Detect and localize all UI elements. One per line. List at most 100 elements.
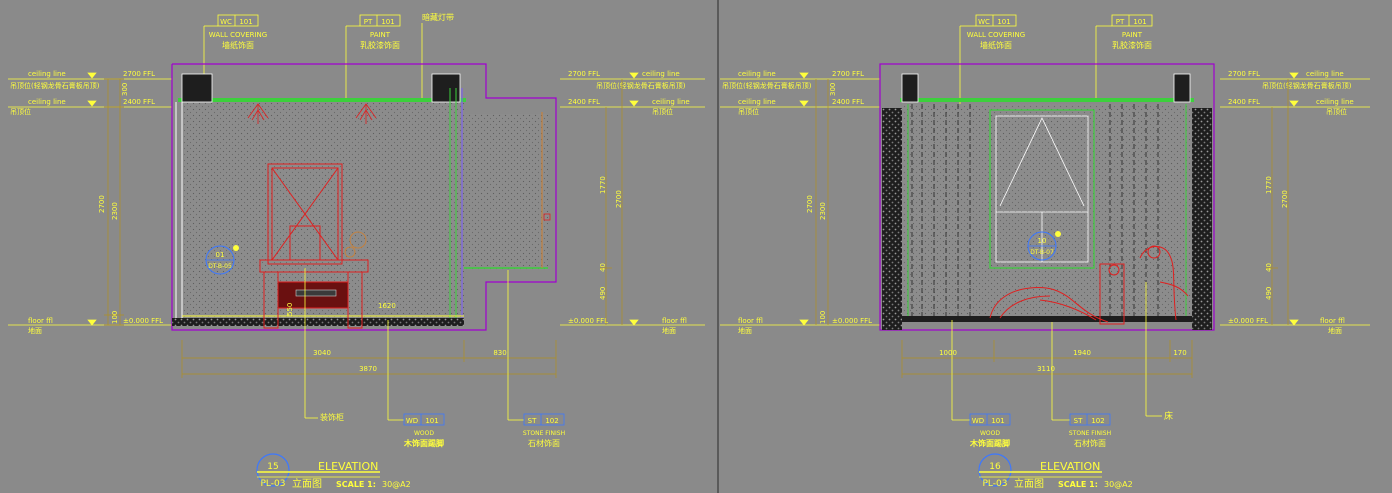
dim-1620: 1620	[378, 302, 396, 310]
tag-wd-right: WD 101 WOOD 木饰面踢脚	[951, 320, 1011, 448]
svg-text:WD: WD	[972, 417, 984, 425]
svg-text:100: 100	[819, 311, 827, 324]
levels-left-side: ceiling line 吊顶位(轻钢龙骨石膏板吊顶) ceiling line…	[10, 70, 163, 335]
dim-490: 490	[599, 287, 607, 300]
svg-text:2300: 2300	[819, 202, 827, 220]
callout-number: 01	[216, 251, 225, 259]
ceiling-trim	[178, 98, 466, 102]
dim-40: 40	[599, 263, 607, 272]
title-number: 15	[267, 462, 278, 472]
svg-text:STONE FINISH: STONE FINISH	[1069, 430, 1111, 437]
vertical-dim-text-left: 300 2700 2300 100	[98, 83, 129, 324]
tag-pt-left: PT 101 PAINT 乳胶漆饰面	[345, 14, 401, 98]
title-english: ELEVATION	[318, 460, 378, 473]
vase-decor	[349, 231, 367, 249]
tag-pt-right: PT 101 PAINT 乳胶漆饰面	[1095, 14, 1153, 98]
svg-text:16: 16	[989, 462, 1001, 472]
elevation-15: WC 101 WALL COVERING 墙纸饰面 PT 101 PAINT 乳…	[8, 12, 705, 490]
svg-text:2700: 2700	[806, 195, 814, 213]
svg-text:PT: PT	[1116, 18, 1125, 26]
svg-text:石材饰面: 石材饰面	[1074, 438, 1106, 448]
dim-550: 550	[286, 303, 294, 316]
svg-text:ceiling line: ceiling line	[1306, 70, 1344, 78]
svg-text:floor ffl: floor ffl	[662, 317, 687, 325]
svg-text:10: 10	[1038, 237, 1047, 245]
svg-text:2700 FFL: 2700 FFL	[832, 70, 864, 78]
svg-text:墙纸饰面: 墙纸饰面	[980, 40, 1012, 50]
dim-3040: 3040	[313, 349, 331, 357]
svg-text:吊顶位(轻钢龙骨石膏板吊顶): 吊顶位(轻钢龙骨石膏板吊顶)	[596, 81, 686, 90]
svg-text:PAINT: PAINT	[1122, 31, 1143, 39]
wc-english-label: WALL COVERING	[209, 31, 267, 39]
spot-light-1	[247, 103, 269, 124]
svg-text:101: 101	[1133, 18, 1146, 26]
tag-pt-code: PT	[364, 18, 373, 26]
dim-300: 300	[121, 83, 129, 96]
tag-pt-number: 101	[381, 18, 394, 26]
ceiling-column-right	[431, 73, 461, 103]
dim-1770: 1770	[599, 176, 607, 194]
floor-cn-label: 地面	[28, 326, 42, 335]
cabinet-label: 装饰柜	[320, 412, 344, 422]
svg-text:±0.000 FFL: ±0.000 FFL	[832, 317, 872, 325]
svg-text:2700 FFL: 2700 FFL	[1228, 70, 1260, 78]
horizontal-dims-right	[901, 340, 1193, 378]
title-sheet: PL-03	[261, 479, 286, 489]
room-outline	[171, 63, 557, 331]
svg-text:101: 101	[991, 417, 1004, 425]
svg-text:WALL COVERING: WALL COVERING	[967, 31, 1025, 39]
callout-reference: DT-B-05	[208, 263, 232, 270]
detail-callout-right: 10 DT-B-07	[1027, 231, 1061, 261]
title-chinese: 立面图	[292, 477, 322, 490]
dim-830: 830	[493, 349, 506, 357]
svg-text:170: 170	[1173, 349, 1186, 357]
svg-text:ST: ST	[1074, 417, 1083, 425]
svg-text:ceiling line: ceiling line	[652, 98, 690, 106]
svg-text:floor ffl: floor ffl	[1320, 317, 1345, 325]
level-lines-left	[8, 72, 172, 326]
svg-text:40: 40	[1265, 263, 1273, 272]
svg-text:WD: WD	[406, 417, 418, 425]
curtains-left	[911, 104, 971, 316]
svg-text:地面: 地面	[1328, 326, 1342, 335]
svg-text:2700 FFL: 2700 FFL	[568, 70, 600, 78]
dim-100: 100	[111, 311, 119, 324]
svg-text:±0.000 FFL: ±0.000 FFL	[568, 317, 608, 325]
floor-skirting	[172, 318, 464, 326]
dim-2700: 2700	[98, 195, 106, 213]
svg-text:1000: 1000	[939, 349, 957, 357]
svg-text:30@A2: 30@A2	[1104, 480, 1133, 489]
svg-text:木饰面踢脚: 木饰面踢脚	[403, 438, 444, 448]
svg-text:ceiling line: ceiling line	[642, 70, 680, 78]
pt-english-label: PAINT	[370, 31, 391, 39]
svg-text:DT-B-07: DT-B-07	[1030, 249, 1054, 256]
svg-text:102: 102	[545, 417, 558, 425]
svg-text:2400 FFL: 2400 FFL	[568, 98, 600, 106]
tag-wc-code: WC	[220, 18, 232, 26]
dim-2700-right: 2700	[615, 190, 623, 208]
ceiling-cn-label-2: 吊顶位	[10, 107, 31, 116]
svg-text:ELEVATION: ELEVATION	[1040, 460, 1100, 473]
scale-label: SCALE 1:	[336, 480, 376, 489]
svg-text:2700: 2700	[1281, 190, 1289, 208]
svg-text:吊顶位: 吊顶位	[1326, 107, 1347, 116]
svg-text:2400 FFL: 2400 FFL	[832, 98, 864, 106]
bed-label: 床	[1164, 410, 1173, 422]
svg-text:ST: ST	[528, 417, 537, 425]
curtains-right	[1109, 104, 1159, 316]
svg-text:101: 101	[425, 417, 438, 425]
scale-value: 30@A2	[382, 480, 411, 489]
dim-2300: 2300	[111, 202, 119, 220]
tag-wc-number: 101	[239, 18, 252, 26]
svg-text:490: 490	[1265, 287, 1273, 300]
horizontal-dims-left	[181, 340, 557, 378]
wc-chinese-label: 墙纸饰面	[222, 40, 254, 50]
svg-text:floor ffl: floor ffl	[738, 317, 763, 325]
tag-st-left: ST 102 STONE FINISH 石材饰面	[507, 270, 565, 448]
level-2400: 2400 FFL	[123, 98, 155, 106]
svg-text:WOOD: WOOD	[980, 430, 1000, 437]
level-2700: 2700 FFL	[123, 70, 155, 78]
side-wall-left	[882, 108, 902, 330]
niche-surface	[464, 114, 548, 270]
level-000: ±0.000 FFL	[123, 317, 163, 325]
